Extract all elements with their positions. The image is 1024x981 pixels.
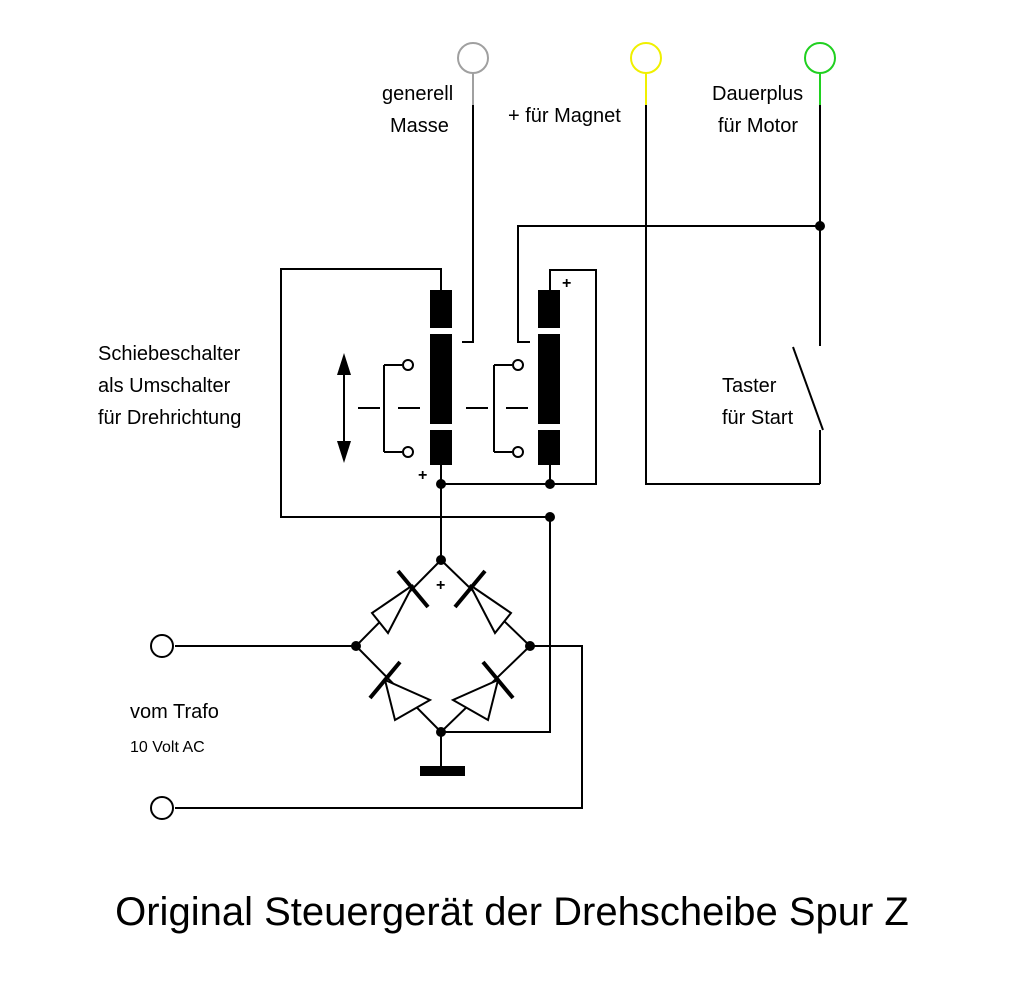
switch-contacts-left [358, 359, 420, 458]
taster-switch-icon [792, 346, 824, 431]
ac-input-terminal-top [150, 634, 174, 658]
plus-marker-bridge: + [436, 577, 445, 594]
switch-label-line1: Schiebeschalter [98, 343, 241, 365]
masse-label-line2: Masse [390, 115, 449, 137]
taster-label-line1: Taster [722, 375, 777, 397]
taster-label-line2: für Start [722, 407, 794, 429]
masse-label-line1: generell [382, 83, 453, 105]
diode-top-left [370, 569, 430, 635]
diode-bottom-right [450, 660, 515, 722]
motor-label-line1: Dauerplus [712, 83, 803, 105]
diode-top-right [453, 569, 513, 635]
wiring [175, 105, 821, 809]
slide-switch-right [538, 290, 560, 465]
switch-label-line3: für Drehrichtung [98, 407, 241, 429]
ground-icon [420, 766, 465, 776]
masse-terminal [457, 42, 489, 74]
motor-label-line2: für Motor [718, 115, 798, 137]
magnet-label: + für Magnet [508, 105, 621, 127]
trafo-label-line1: vom Trafo [130, 701, 219, 723]
plus-marker-switch-left: + [418, 467, 427, 484]
diagram-title: Original Steuergerät der Drehscheibe Spu… [115, 890, 909, 934]
trafo-label-line2: 10 Volt AC [130, 739, 205, 756]
direction-arrow-icon [337, 353, 351, 463]
motor-terminal [804, 42, 836, 74]
slide-switch-left [430, 290, 452, 465]
plus-marker-switch-right: + [562, 275, 571, 292]
switch-label-line2: als Umschalter [98, 375, 231, 397]
ac-input-terminal-bottom [150, 796, 174, 820]
magnet-terminal [630, 42, 662, 74]
diode-bottom-left [368, 660, 433, 722]
switch-contacts-right [466, 359, 528, 458]
junction-dots [351, 221, 825, 737]
